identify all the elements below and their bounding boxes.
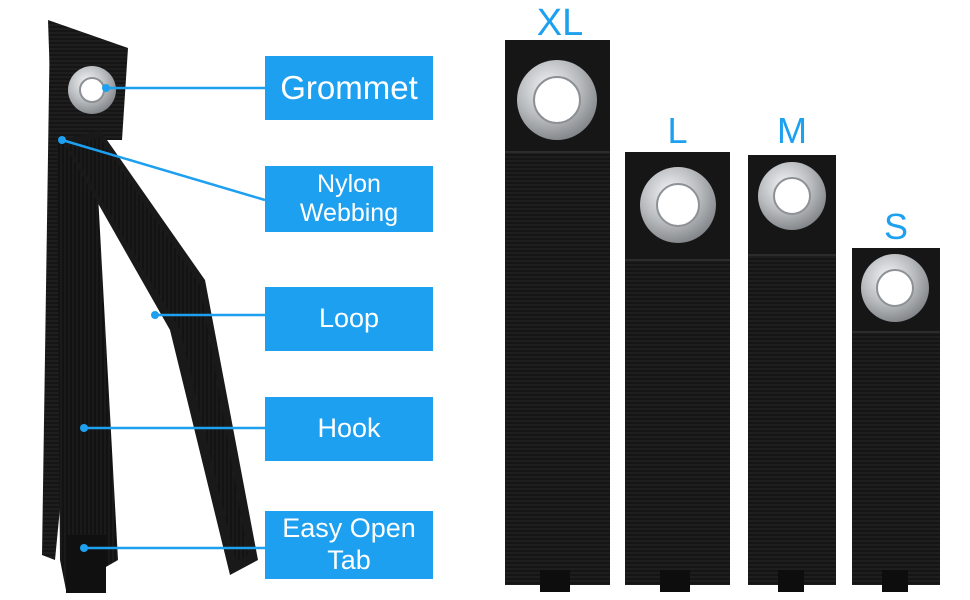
strap-m — [748, 155, 836, 592]
callout-grommet: Grommet — [265, 56, 433, 120]
leader-lines — [61, 86, 266, 550]
callout-hook-line-1: Hook — [317, 413, 381, 444]
strap-s — [852, 248, 940, 592]
callout-easy-open-tab-line-1: Easy Open — [282, 513, 416, 544]
size-label-l: L — [667, 110, 688, 151]
callout-loop-line-1: Loop — [318, 303, 380, 334]
size-label-m: M — [777, 110, 807, 151]
strap-xl — [505, 40, 610, 592]
strap-l — [625, 152, 730, 592]
callout-nylon-webbing-line-2: Webbing — [299, 199, 399, 227]
callout-nylon-webbing-line-1: Nylon — [317, 169, 381, 198]
callout-grommet-line-1: Grommet — [280, 68, 418, 106]
size-label-xl: XL — [536, 2, 584, 44]
callout-loop: Loop — [265, 287, 433, 351]
callout-easy-open-tab-line-2: Tab — [327, 545, 371, 575]
callout-nylon-webbing: Nylon Webbing — [265, 166, 433, 232]
callout-hook: Hook — [265, 397, 433, 461]
size-label-s: S — [883, 206, 908, 247]
anatomy-strap — [42, 20, 258, 593]
callout-easy-open-tab: Easy Open Tab — [265, 511, 433, 579]
